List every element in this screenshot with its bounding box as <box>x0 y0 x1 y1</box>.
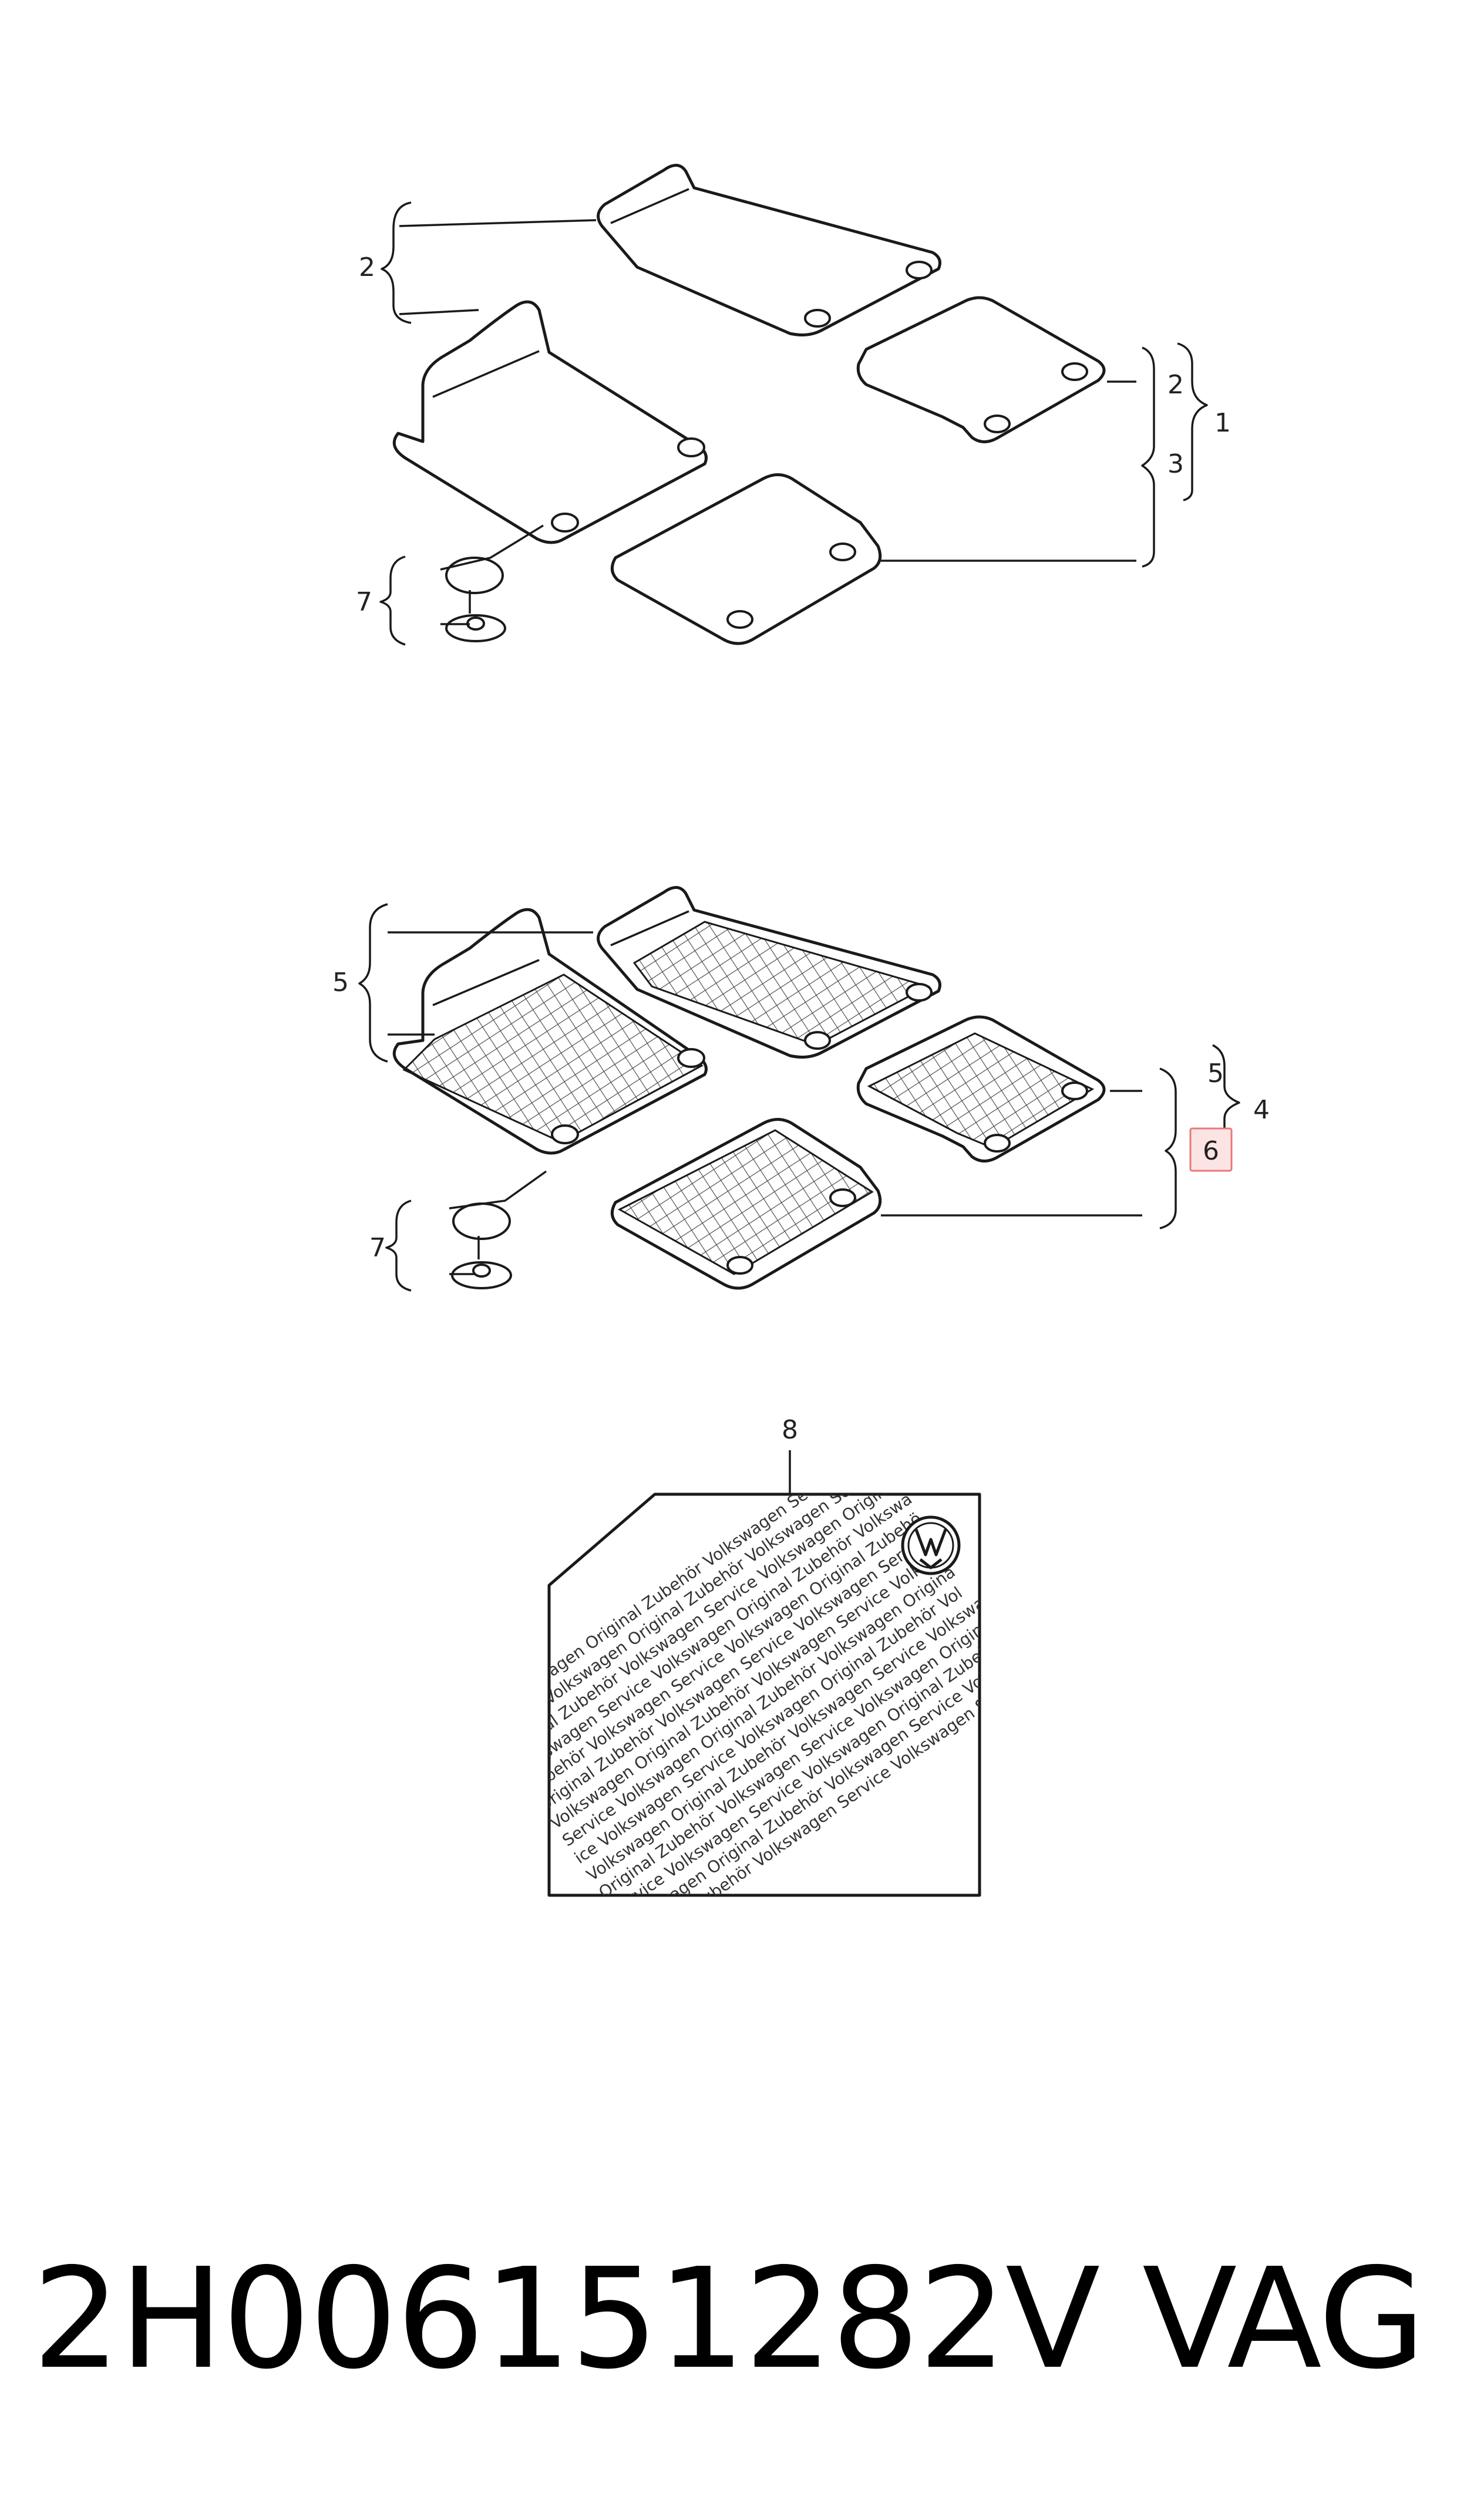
label-card[interactable]: 8 ice Volkswagen Original Zubehör Volksw… <box>474 1415 1037 1954</box>
front-left-grid-mat[interactable] <box>392 908 708 1155</box>
label-card-text-pattern: ice Volkswagen Original Zubehör Volkswag… <box>549 1494 980 1895</box>
vw-logo: VW <box>901 1515 961 1575</box>
rear-left-rubber-mat[interactable] <box>610 473 882 645</box>
callout-2: 2 <box>359 252 375 282</box>
callout-2-right: 2 <box>1167 370 1184 400</box>
front-left-rubber-mat[interactable] <box>392 300 708 544</box>
callout-7: 7 <box>356 587 372 617</box>
callout-7-lower: 7 <box>369 1233 386 1263</box>
callout-3: 3 <box>1167 449 1184 479</box>
rear-left-grid-mat[interactable] <box>610 1118 882 1290</box>
callout-4: 4 <box>1253 1095 1270 1125</box>
grid-mat-set: 5 5 4 6 7 <box>332 886 1270 1292</box>
part-number: 2H006151282V <box>32 2238 1100 2400</box>
rubber-mat-set: 2 2 1 3 7 <box>356 164 1231 646</box>
callout-8: 8 <box>782 1415 798 1445</box>
highlight-callout-6 <box>1189 1127 1233 1172</box>
callout-6[interactable]: 6 <box>1203 1136 1219 1166</box>
brand-name: VAG <box>1142 2238 1426 2400</box>
fastening-clip-2[interactable] <box>451 1202 512 1289</box>
front-right-rubber-mat[interactable] <box>597 164 941 336</box>
callout-5: 5 <box>332 968 349 998</box>
callout-5-right: 5 <box>1207 1059 1224 1089</box>
callout-1: 1 <box>1214 408 1231 438</box>
rear-right-rubber-mat[interactable] <box>856 296 1106 443</box>
rear-right-grid-mat[interactable] <box>856 1015 1106 1163</box>
front-right-grid-mat[interactable] <box>597 886 941 1059</box>
fastening-clip[interactable] <box>445 557 506 642</box>
